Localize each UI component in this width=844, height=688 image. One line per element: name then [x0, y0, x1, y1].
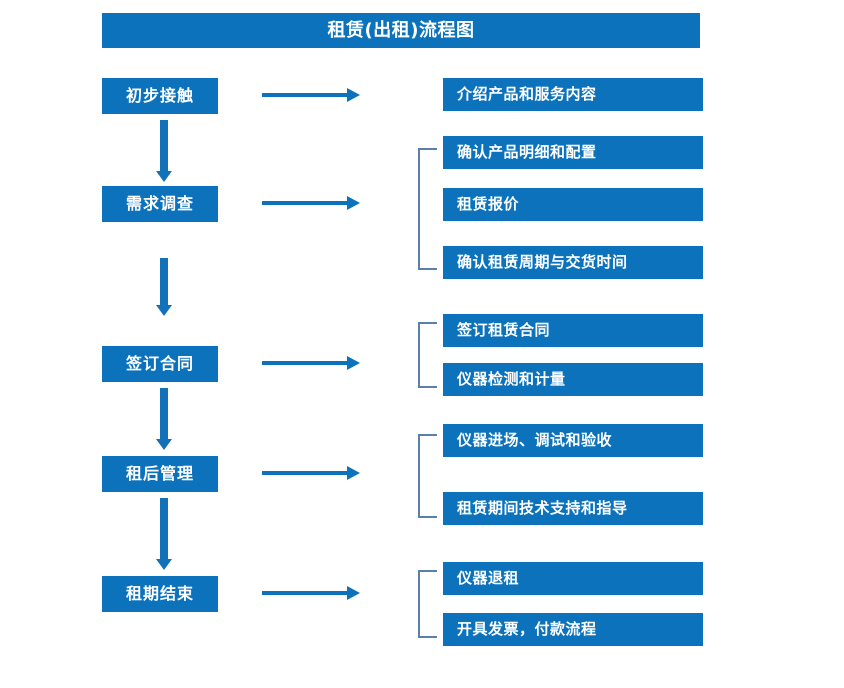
arrow-right-icon-3 [262, 356, 360, 370]
stage-box-2[interactable]: 需求调查 [102, 186, 218, 222]
detail-box-3[interactable]: 租赁报价 [443, 188, 703, 221]
stage-box-3[interactable]: 签订合同 [102, 346, 218, 382]
detail-box-5[interactable]: 签订租赁合同 [443, 314, 703, 347]
detail-box-8[interactable]: 租赁期间技术支持和指导 [443, 492, 703, 525]
arrow-down-icon-4 [156, 498, 172, 570]
arrow-down-icon-1 [156, 120, 172, 182]
stage-box-1[interactable]: 初步接触 [102, 78, 218, 114]
group-bracket-icon-4 [418, 570, 437, 638]
arrow-right-icon-4 [262, 466, 360, 480]
stage-box-4[interactable]: 租后管理 [102, 456, 218, 492]
detail-box-6[interactable]: 仪器检测和计量 [443, 363, 703, 396]
detail-box-4[interactable]: 确认租赁周期与交货时间 [443, 246, 703, 279]
detail-box-2[interactable]: 确认产品明细和配置 [443, 136, 703, 169]
group-bracket-icon-1 [418, 148, 437, 270]
stage-box-5[interactable]: 租期结束 [102, 576, 218, 612]
arrow-right-icon-5 [262, 586, 360, 600]
detail-box-1[interactable]: 介绍产品和服务内容 [443, 78, 703, 111]
arrow-down-icon-3 [156, 388, 172, 450]
group-bracket-icon-3 [418, 434, 437, 518]
page-title: 租赁(出租)流程图 [102, 13, 700, 48]
detail-box-9[interactable]: 仪器退租 [443, 562, 703, 595]
arrow-right-icon-2 [262, 196, 360, 210]
group-bracket-icon-2 [418, 322, 437, 388]
arrow-right-icon-1 [262, 88, 360, 102]
arrow-down-icon-2 [156, 258, 172, 316]
detail-box-7[interactable]: 仪器进场、调试和验收 [443, 424, 703, 457]
detail-box-10[interactable]: 开具发票，付款流程 [443, 613, 703, 646]
